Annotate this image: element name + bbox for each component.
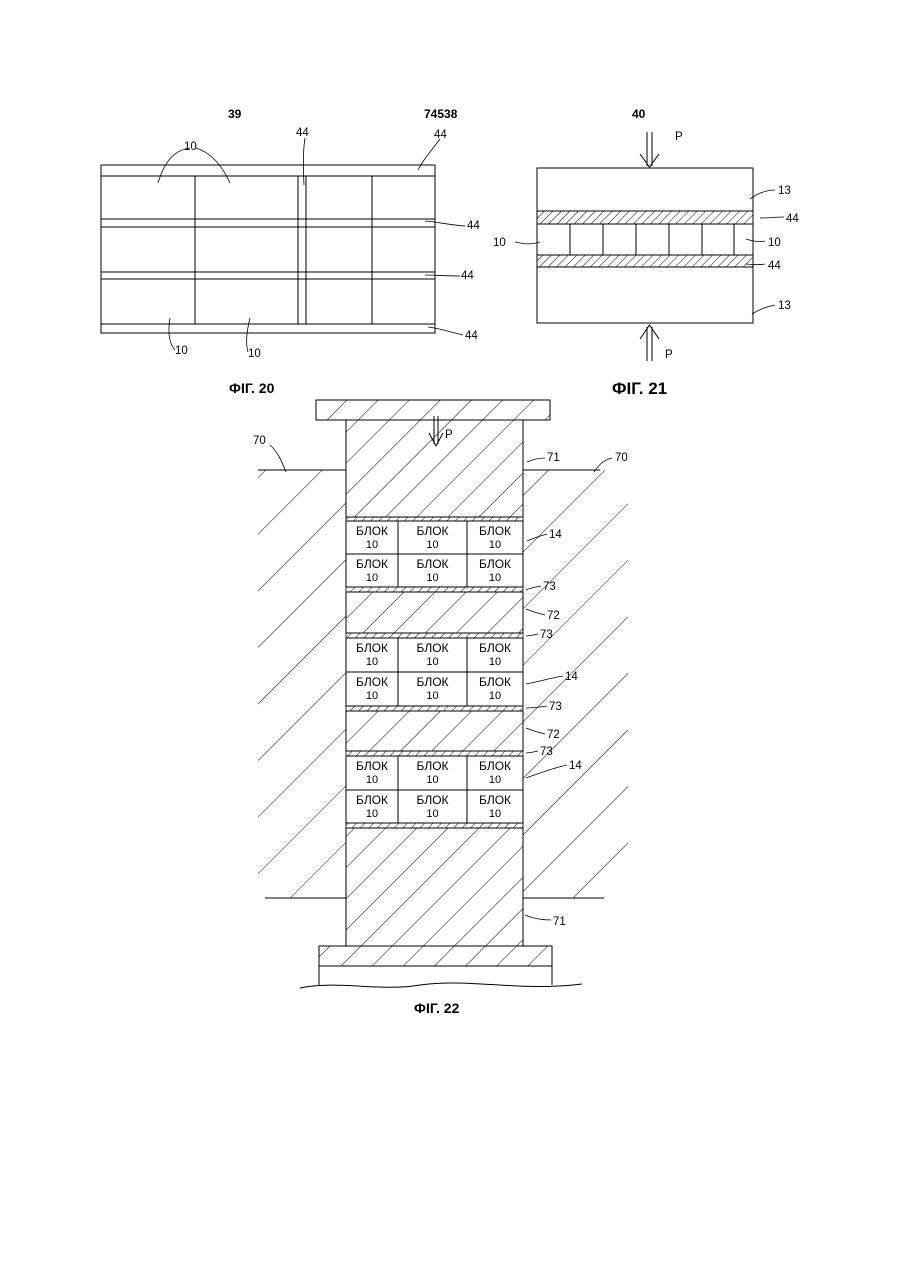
fig22-ref-pile-top: 71 xyxy=(547,452,560,464)
fig22-ref-layer-1: 73 xyxy=(543,581,556,593)
fig22-ref-assembly-1: 14 xyxy=(549,529,562,541)
block-label-number: 10 xyxy=(366,808,378,820)
fig22-ref-ground-left: 70 xyxy=(253,435,266,447)
fig22-spacer-2 xyxy=(346,711,523,751)
block-label-number: 10 xyxy=(489,808,501,820)
fig21-ref-layer-top: 44 xyxy=(786,213,799,225)
fig21-caption: ФІГ. 21 xyxy=(612,379,667,398)
fig20-ref-layer-d: 44 xyxy=(461,270,474,282)
block-label-number: 10 xyxy=(489,690,501,702)
fig20-ref-layer-e: 44 xyxy=(465,330,478,342)
block-label-number: 10 xyxy=(489,572,501,584)
block-label-word: БЛОК xyxy=(416,557,448,571)
block-label-word: БЛОК xyxy=(479,793,511,807)
fig20-frame xyxy=(101,165,435,333)
block-label-word: БЛОК xyxy=(416,524,448,538)
fig22-ref-spacer-1: 72 xyxy=(547,610,560,622)
fig20-ref-layer-a: 44 xyxy=(296,127,309,139)
block-label-number: 10 xyxy=(366,572,378,584)
block-label-word: БЛОК xyxy=(479,759,511,773)
fig22-ref-layer-4: 73 xyxy=(540,746,553,758)
fig20-ref-block: 10 xyxy=(184,141,197,153)
fig22-spacer-1 xyxy=(346,592,523,633)
fig20-diagram: 10 44 44 44 44 44 10 10 ФІГ. 20 xyxy=(101,127,480,396)
block-label-word: БЛОК xyxy=(356,759,388,773)
fig20-ref-block-c: 10 xyxy=(248,348,261,360)
fig20-ref-block-b: 10 xyxy=(175,345,188,357)
block-label-number: 10 xyxy=(426,539,438,551)
fig22-earth-left xyxy=(258,470,346,898)
fig21-ref-block-right: 10 xyxy=(768,237,781,249)
fig21-frame xyxy=(537,168,753,323)
block-label-number: 10 xyxy=(366,690,378,702)
block-label-word: БЛОК xyxy=(479,524,511,538)
fig21-force-arrow-bottom xyxy=(640,325,659,361)
fig22-base-plate xyxy=(319,946,552,966)
fig22-caption: ФІГ. 22 xyxy=(414,1000,460,1016)
fig20-ref-layer-b: 44 xyxy=(434,129,447,141)
fig22-layer-3 xyxy=(346,706,523,711)
fig21-ref-plate-bottom: 13 xyxy=(778,300,791,312)
fig22-ref-spacer-2: 72 xyxy=(547,729,560,741)
fig21-ref-force-top: P xyxy=(675,131,683,143)
block-label-number: 10 xyxy=(366,539,378,551)
block-label-number: 10 xyxy=(426,690,438,702)
block-label-word: БЛОК xyxy=(356,557,388,571)
fig22-ref-force: P xyxy=(445,429,453,441)
fig21-ref-layer-bottom: 44 xyxy=(768,260,781,272)
fig22-top-plate xyxy=(316,400,550,420)
block-label-word: БЛОК xyxy=(356,524,388,538)
block-label-word: БЛОК xyxy=(479,641,511,655)
block-label-word: БЛОК xyxy=(416,641,448,655)
block-label-number: 10 xyxy=(489,774,501,786)
fig21-ref-block-left: 10 xyxy=(493,237,506,249)
block-label-number: 10 xyxy=(489,656,501,668)
block-label-number: 10 xyxy=(366,656,378,668)
block-label-word: БЛОК xyxy=(479,557,511,571)
fig21-diagram: P P 13 44 10 44 13 10 ФІГ. 21 xyxy=(493,131,799,398)
block-label-word: БЛОК xyxy=(479,675,511,689)
block-label-number: 10 xyxy=(426,656,438,668)
block-label-number: 10 xyxy=(426,774,438,786)
block-label-number: 10 xyxy=(489,539,501,551)
block-label-number: 10 xyxy=(366,774,378,786)
fig22-ref-layer-3: 73 xyxy=(549,701,562,713)
fig21-layer-bottom xyxy=(537,255,753,267)
block-label-word: БЛОК xyxy=(416,675,448,689)
block-label-word: БЛОК xyxy=(356,641,388,655)
fig22-ref-assembly-3: 14 xyxy=(569,760,582,772)
fig21-layer-top xyxy=(537,211,753,224)
fig21-ref-plate-top: 13 xyxy=(778,185,791,197)
block-label-number: 10 xyxy=(426,572,438,584)
fig21-force-arrow-top xyxy=(640,132,659,167)
block-label-word: БЛОК xyxy=(416,759,448,773)
fig22-ref-layer-2: 73 xyxy=(540,629,553,641)
fig22-break-line xyxy=(300,983,582,988)
block-label-word: БЛОК xyxy=(356,675,388,689)
block-label-word: БЛОК xyxy=(356,793,388,807)
fig22-diagram: P БЛОК10БЛОК10БЛОК10БЛОК10БЛОК10БЛОК10БЛ… xyxy=(253,400,628,1016)
fig22-layer-2 xyxy=(346,633,523,638)
fig20-caption: ФІГ. 20 xyxy=(229,380,275,396)
fig22-layer-1 xyxy=(346,587,523,592)
fig22-ref-pile-bottom: 71 xyxy=(553,916,566,928)
fig20-ref-layer-c: 44 xyxy=(467,220,480,232)
fig22-layer-5 xyxy=(346,823,523,828)
fig21-ref-force-bottom: P xyxy=(665,349,673,361)
fig22-ref-ground-right: 70 xyxy=(615,452,628,464)
fig22-ref-assembly-2: 14 xyxy=(565,671,578,683)
fig22-lower-pile xyxy=(346,828,523,946)
fig22-earth-right xyxy=(523,470,628,898)
block-label-number: 10 xyxy=(426,808,438,820)
fig22-layer-4 xyxy=(346,751,523,756)
block-label-word: БЛОК xyxy=(416,793,448,807)
